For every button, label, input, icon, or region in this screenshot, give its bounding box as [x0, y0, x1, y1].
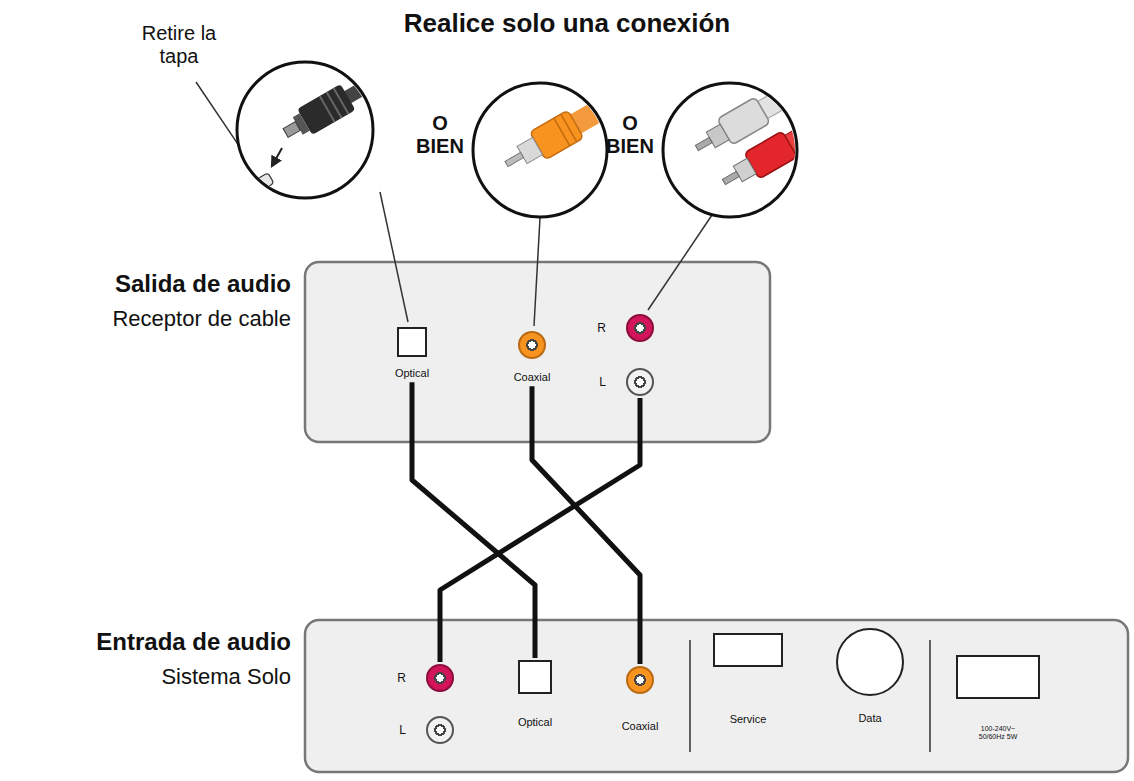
coaxial-port: Coaxial — [514, 331, 551, 384]
coaxial-plug-callout — [561, 114, 577, 142]
panel-divider — [689, 640, 691, 752]
port-label: L — [399, 723, 406, 737]
stereo-plug-callout — [663, 83, 797, 217]
coaxial-plug-callout — [498, 76, 642, 178]
port-label: L — [599, 375, 606, 389]
jack-socket — [626, 368, 654, 396]
stereo-plug-callout — [689, 63, 856, 195]
optical-plug-callout — [237, 62, 373, 198]
stereo-plug-callout — [722, 171, 739, 184]
port-label: Optical — [395, 367, 429, 380]
panel-title: Entrada de audio — [96, 624, 291, 660]
optical-plug-callout — [327, 92, 342, 118]
coaxial-port: Coaxial — [622, 666, 659, 733]
jack-socket — [626, 666, 654, 694]
instruction-note: Retire la tapa — [140, 22, 218, 68]
device-housing — [305, 262, 770, 442]
device-name: Receptor de cable — [112, 302, 291, 335]
audio-cable — [412, 382, 535, 658]
stereo-plug-callout — [663, 63, 856, 217]
audio-cable — [440, 398, 640, 662]
device-panel: Salida de audioReceptor de cableOpticalC… — [305, 262, 770, 442]
jack-socket — [426, 716, 454, 744]
port-label: Optical — [518, 716, 552, 729]
stereo-plug-callout — [756, 67, 827, 119]
optical-plug-callout — [283, 122, 300, 138]
leader-line — [648, 215, 712, 310]
leader-line — [380, 192, 408, 322]
optical-plug-callout — [254, 173, 274, 191]
alternative-label: O BIEN — [412, 112, 468, 158]
coaxial-plug-callout — [554, 118, 570, 146]
jack-socket — [626, 314, 654, 342]
device-housing — [305, 620, 1128, 772]
jack-socket — [518, 660, 552, 694]
coaxial-plug-callout — [505, 152, 524, 166]
optical-plug-callout — [254, 173, 274, 191]
data-port: Data — [836, 628, 904, 725]
coaxial-plug-callout — [473, 83, 607, 217]
port-label: Data — [858, 712, 881, 725]
panel-heading: Salida de audioReceptor de cable — [112, 266, 291, 335]
optical-plug-callout — [334, 88, 349, 114]
optical-plug-callout — [237, 44, 425, 198]
rca-right-port: R — [397, 664, 454, 692]
port-label: R — [597, 321, 606, 335]
optical-port: Optical — [395, 327, 429, 380]
port-label: R — [397, 671, 406, 685]
stereo-plug-callout — [716, 97, 856, 195]
port-label: Service — [730, 713, 767, 726]
jack-socket — [713, 633, 783, 667]
power-inlet: 100-240V~ 50/60Hz 5W — [956, 655, 1040, 742]
leader-line — [534, 218, 540, 326]
jack-socket — [956, 655, 1040, 699]
jack-socket — [426, 664, 454, 692]
coaxial-plug-callout — [498, 76, 642, 178]
panel-divider — [929, 640, 931, 752]
optical-plug-callout — [278, 44, 425, 146]
port-label: Coaxial — [514, 371, 551, 384]
rca-left-port: L — [399, 716, 454, 744]
optical-plug-callout — [320, 96, 335, 122]
optical-plug-callout — [272, 148, 282, 166]
rca-right-port: R — [597, 314, 654, 342]
jack-socket — [518, 331, 546, 359]
optical-plug-callout — [254, 44, 425, 191]
rca-left-port: L — [599, 368, 654, 396]
housing-layer — [305, 262, 1128, 772]
device-panel: Entrada de audioSistema SoloRLOpticalCoa… — [305, 620, 1128, 772]
panel-heading: Entrada de audioSistema Solo — [96, 624, 291, 693]
panel-title: Salida de audio — [112, 266, 291, 302]
stereo-plug-callout — [783, 101, 854, 153]
stereo-plug-callout — [695, 137, 712, 150]
service-port: Service — [713, 633, 783, 726]
device-name: Sistema Solo — [96, 660, 291, 693]
port-label: Coaxial — [622, 720, 659, 733]
optical-port: Optical — [518, 660, 552, 729]
jack-socket — [397, 327, 427, 357]
jack-socket — [836, 628, 904, 696]
port-label: 100-240V~ 50/60Hz 5W — [975, 725, 1021, 742]
alternative-label: O BIEN — [602, 112, 658, 158]
